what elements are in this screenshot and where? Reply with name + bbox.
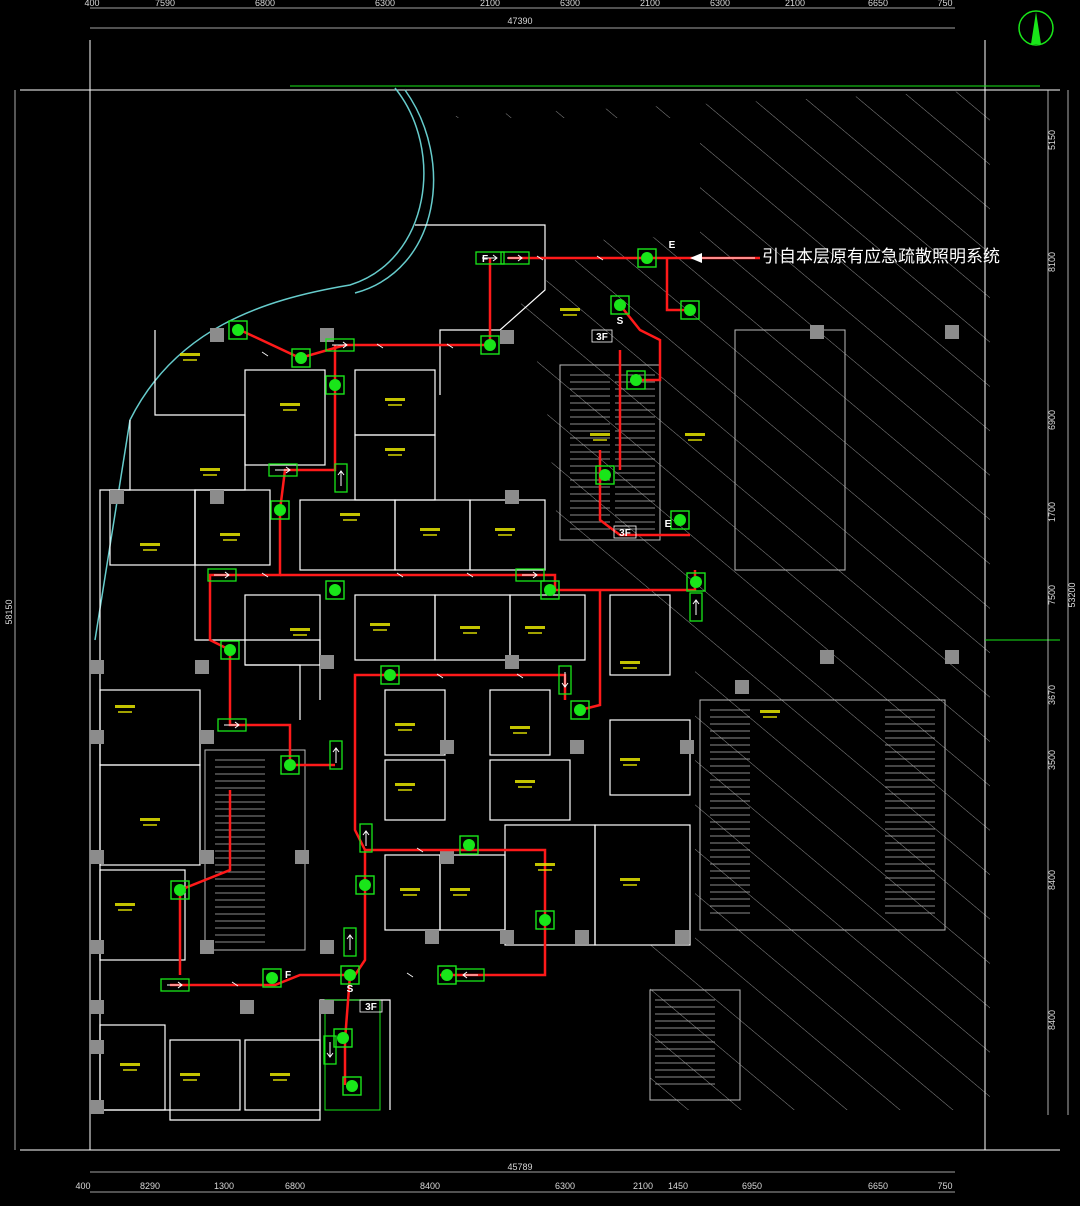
dimension-right-label: 8400 [1047,870,1057,890]
dimension-top-label: 6300 [560,0,580,8]
north-arrow-icon [1018,10,1054,46]
dimension-top-total: 47390 [507,16,532,26]
dimension-bottom-label: 400 [75,1181,90,1191]
dimension-right-label: 6900 [1047,410,1057,430]
room-labels [115,308,780,1081]
dimension-right-label: 8400 [1047,1010,1057,1030]
site-curve [94,87,435,641]
wiring-ticks [231,255,604,987]
dimension-top-labels: 400 7590 6800 6300 2100 6300 2100 6300 2100 6650 7… [84,0,952,8]
dimension-top [90,7,955,29]
dimension-bottom-label: 750 [937,1181,952,1191]
floor-tag-2: 3F [613,525,637,539]
floor-tag-1: 3F [591,329,613,343]
marker-letter: S [617,316,624,327]
dimension-right-label: 5150 [1047,130,1057,150]
dimension-top-label: 2100 [480,0,500,8]
dimension-right-label: 8100 [1047,252,1057,272]
dimension-bottom-label: 6800 [285,1181,305,1191]
dimension-bottom-label: 2100 [633,1181,653,1191]
dimension-bottom-label: 8400 [420,1181,440,1191]
dimension-bottom-total: 45789 [507,1162,532,1172]
dimension-right-total: 53200 [1067,582,1077,607]
dimension-top-label: 6300 [710,0,730,8]
dimension-bottom-label: 6950 [742,1181,762,1191]
floor-tag-3: 3F [359,999,383,1013]
frame-lines [20,40,1060,1151]
marker-letter: F [285,970,291,981]
dimension-left-total: 58150 [4,599,14,624]
dimension-bottom-label: 8290 [140,1181,160,1191]
annotation-leader [690,253,755,263]
dimension-right-labels: 5150 8100 6900 1700 7500 3670 3500 8400 8400 [1047,130,1057,1030]
annotation-text: 引自本层原有应急疏散照明系统 [762,247,1000,267]
dimension-right-label: 7500 [1047,585,1057,605]
dimension-bottom-label: 6300 [555,1181,575,1191]
dimension-bottom-label: 1300 [214,1181,234,1191]
structural-columns [90,325,959,1114]
marker-letter: S [347,984,354,995]
floor-tag-text: 3F [365,1002,377,1013]
dimension-bottom [90,1171,955,1193]
dimension-bottom-label: 1450 [668,1181,688,1191]
dimension-bottom-label: 6650 [868,1181,888,1191]
dimension-right-label: 3500 [1047,750,1057,770]
dimension-bottom-labels: 400 8290 1300 6800 8400 6300 2100 1450 6950 6650 7… [75,1181,952,1191]
marker-letter: F [482,254,488,265]
dimension-right-label: 3670 [1047,685,1057,705]
marker-letter: E [665,519,672,530]
dimension-right [1047,90,1069,1115]
dimension-top-label: 6650 [868,0,888,8]
dimension-top-label: 750 [937,0,952,8]
marker-letter: E [669,240,676,251]
stair-cores [204,329,946,1111]
emergency-lights [170,248,706,1096]
floor-tag-text: 3F [619,528,631,539]
floor-tag-text: 3F [596,332,608,343]
dimension-top-label: 6300 [375,0,395,8]
dimension-top-label: 6800 [255,0,275,8]
dimension-top-label: 7590 [155,0,175,8]
stair-treads [215,374,935,1085]
exit-signs [160,251,703,1065]
dimension-top-label: 400 [84,0,99,8]
dimension-right-label: 1700 [1047,502,1057,522]
dimension-top-label: 2100 [785,0,805,8]
dimension-top-label: 2100 [640,0,660,8]
